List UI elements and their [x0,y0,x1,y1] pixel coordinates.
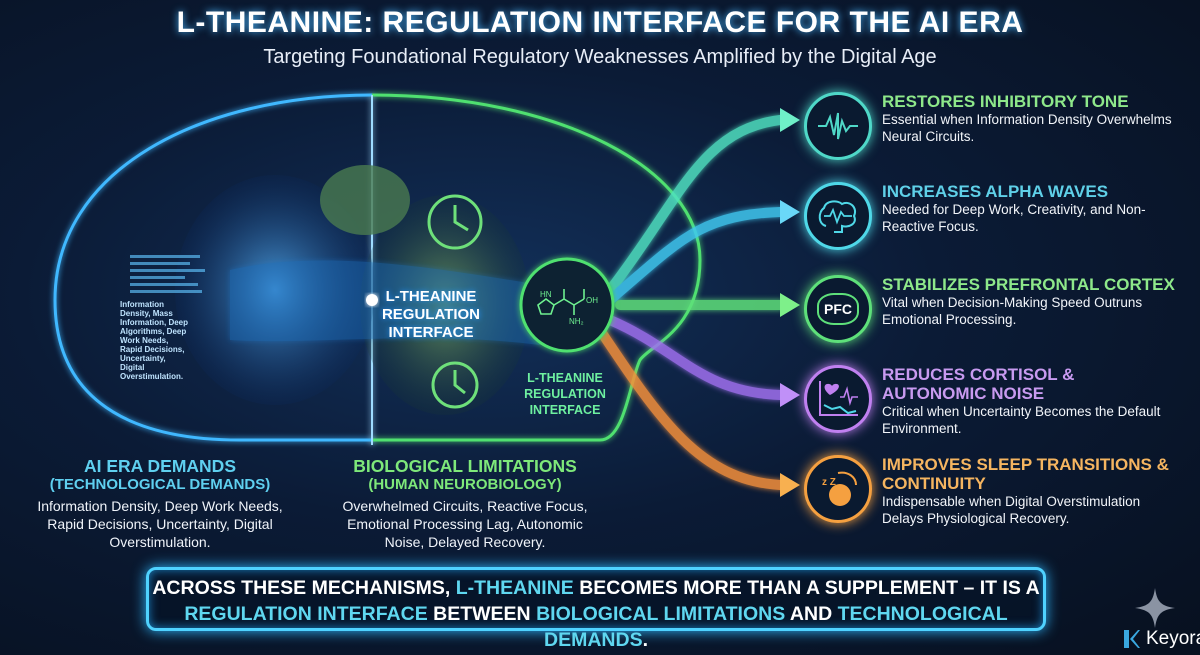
mechanism-desc: Needed for Deep Work, Creativity, and No… [882,202,1146,234]
mechanism-title: REDUCES CORTISOL & AUTONOMIC NOISE [882,365,1075,403]
summary-text: AND [785,603,838,625]
molecule-nh2: NH₂ [569,317,584,326]
summary-text: BECOMES MORE THAN A SUPPLEMENT – IT IS A [573,577,1040,599]
brain-overlay-text: Information Density, Mass Information, D… [120,300,189,381]
summary-highlight: TECHNOLOGICAL DEMANDS [543,603,1008,651]
molecule-oh: OH [586,296,598,305]
molecule-nh: HN [540,290,552,299]
ai-era-subtitle: (TECHNOLOGICAL DEMANDS) [49,476,271,493]
sparkle-icon [1135,588,1175,628]
summary-text: ACROSS THESE MECHANISMS, [152,577,456,599]
mechanism-item: REDUCES CORTISOL & AUTONOMIC NOISE Criti… [802,365,1192,445]
small-brain [320,165,410,235]
clock-icon [427,194,483,250]
waveform-icon [804,92,872,160]
brand-name: Keyora [1146,628,1200,649]
arrow-heads [780,108,800,497]
summary-text: BETWEEN [427,603,537,625]
mechanism-desc: Vital when Decision-Making Speed Outruns… [882,295,1143,327]
bio-desc: Overwhelmed Circuits, Reactive Focus, Em… [342,498,588,550]
bio-title: BIOLOGICAL LIMITATIONS [353,456,577,476]
brand-logo: Keyora [1124,628,1200,650]
page-subtitle: Targeting Foundational Regulatory Weakne… [263,46,937,68]
ai-era-title: AI ERA DEMANDS [84,456,236,476]
clock-reset-icon [431,361,479,409]
mechanism-title: INCREASES ALPHA WAVES [882,182,1109,201]
mechanism-desc: Essential when Information Density Overw… [882,112,1172,144]
svg-text:z Z: z Z [822,477,836,488]
mechanism-item: z Z IMPROVES SLEEP TRANSITIONS & CONTINU… [802,455,1192,535]
keyora-logo-icon [1124,630,1140,648]
mechanism-item: PFC STABILIZES PREFRONTAL CORTEX Vital w… [802,275,1192,355]
mechanism-title: IMPROVES SLEEP TRANSITIONS & CONTINUITY [882,455,1169,493]
mechanism-desc: Critical when Uncertainty Becomes the De… [882,404,1161,436]
molecule-icon [537,289,585,315]
ai-era-desc: Information Density, Deep Work Needs, Ra… [37,498,283,550]
biological-limitations: BIOLOGICAL LIMITATIONS (HUMAN NEUROBIOLO… [340,457,590,551]
bio-subtitle: (HUMAN NEUROBIOLOGY) [368,476,562,493]
ai-era-demands: AI ERA DEMANDS (TECHNOLOGICAL DEMANDS) I… [35,457,285,551]
molecule-label: L-THEANINE REGULATION INTERFACE [524,371,606,417]
mechanism-title: STABILIZES PREFRONTAL CORTEX [882,275,1175,294]
summary-text: . [642,629,648,651]
summary-box: ACROSS THESE MECHANISMS, L-THEANINE BECO… [146,567,1046,651]
summary-highlight: L-THEANINE [455,577,574,599]
pfc-brain-icon: PFC [804,275,872,343]
mechanism-item: INCREASES ALPHA WAVES Needed for Deep Wo… [802,182,1192,262]
arrows [595,115,785,490]
mechanism-item: RESTORES INHIBITORY TONE Essential when … [802,92,1192,172]
data-bars [130,255,205,293]
brain-wave-icon [804,182,872,250]
mechanism-desc: Indispensable when Digital Overstimulati… [882,494,1141,526]
molecule-circle [519,257,615,353]
page-title: L-THEANINE: REGULATION INTERFACE FOR THE… [176,6,1024,39]
summary-highlight: BIOLOGICAL LIMITATIONS [536,603,786,625]
interface-band [230,260,540,345]
mechanism-title: RESTORES INHIBITORY TONE [882,92,1129,111]
center-interface-label: L-THEANINE REGULATION INTERFACE [381,288,481,341]
heart-chart-icon [804,365,872,433]
sleep-icon: z Z [804,455,872,523]
summary-highlight: REGULATION INTERFACE [184,603,428,625]
